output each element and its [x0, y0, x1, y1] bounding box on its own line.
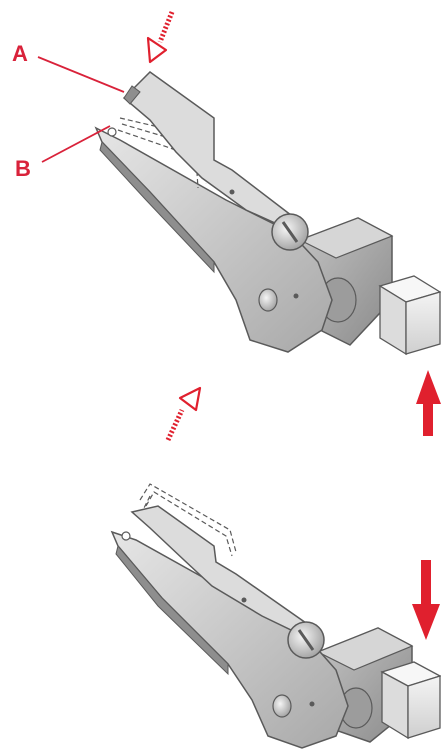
callout-b: B — [15, 125, 111, 181]
top-pin — [258, 288, 278, 312]
bottom-pivot-screw — [287, 621, 325, 659]
bottom-assembly — [110, 483, 441, 749]
callout-a: A — [12, 41, 125, 93]
callout-b-label: B — [15, 156, 31, 181]
top-tip-hole — [107, 127, 117, 137]
callout-a-label: A — [12, 41, 28, 66]
bottom-pin — [272, 694, 292, 718]
bottom-tip-hole — [121, 531, 131, 541]
bottom-release-button — [380, 661, 441, 740]
arrow-up-icon — [416, 370, 441, 436]
top-assembly — [94, 71, 441, 356]
bottom-dashed-outline — [139, 483, 237, 557]
top-release-button — [378, 275, 441, 356]
arrow-down-icon — [412, 560, 440, 640]
top-pivot-screw — [271, 213, 309, 251]
dotted-arrow-up-icon — [165, 386, 202, 442]
dotted-arrow-down-icon — [146, 11, 175, 64]
